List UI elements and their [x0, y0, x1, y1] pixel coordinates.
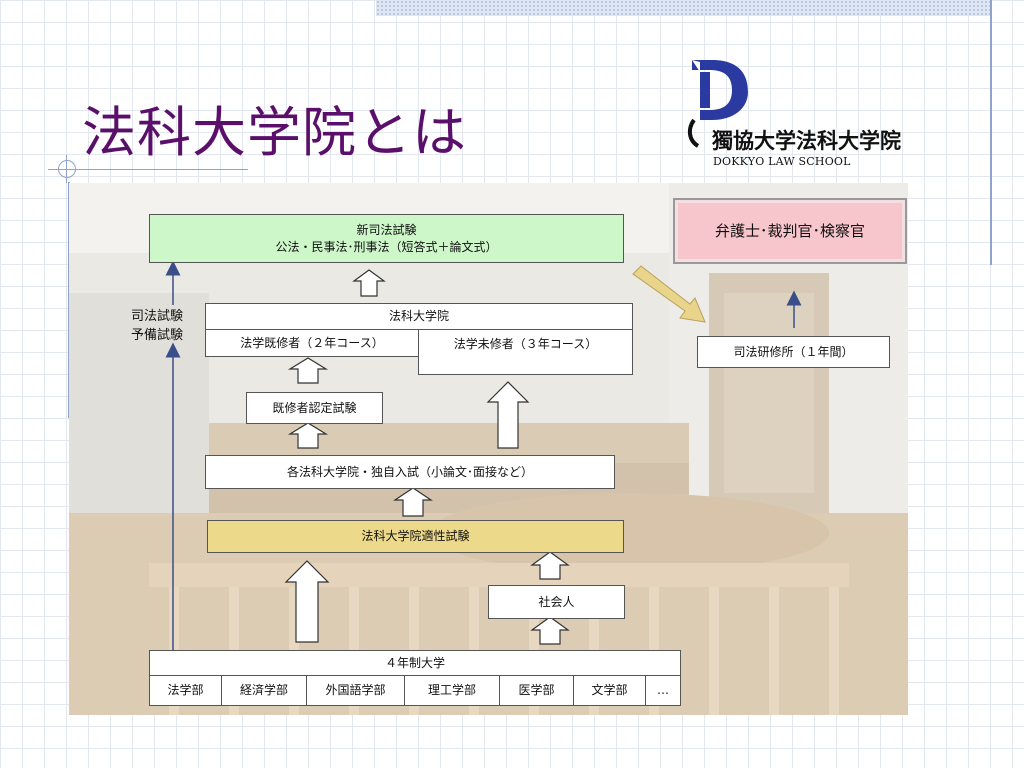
up-arrow-univ-to-adult [530, 616, 570, 645]
faculty-cell: 理工学部 [404, 675, 500, 706]
top-decor-band [376, 0, 992, 16]
faculty-cell: 外国語学部 [306, 675, 405, 706]
up-arrow-adult-to-aptitude [530, 551, 570, 580]
aptitude-test-box: 法科大学院適性試験 [207, 520, 624, 553]
university-header: ４年制大学 [149, 650, 681, 676]
faculty-cell: 文学部 [573, 675, 646, 706]
side-label-line2: 予備試験 [131, 328, 184, 343]
faculty-cell: … [645, 675, 681, 706]
bar-exam-title: 新司法試験 [356, 223, 417, 238]
prior-certification-label: 既修者認定試験 [272, 400, 357, 415]
course-2yr-label: 法学既修者（２年コース） [240, 335, 384, 350]
professions-label: 弁護士･裁判官･検察官 [714, 221, 865, 240]
faculty-row: 法学部 経済学部 外国語学部 理工学部 医学部 文学部 … [149, 675, 681, 706]
entrance-exam-box: 各法科大学院・独自入試（小論文･面接など） [205, 455, 615, 489]
working-adults-label: 社会人 [538, 594, 575, 609]
law-school-label: 法科大学院 [388, 309, 449, 324]
training-institute-label: 司法研修所（１年間） [733, 344, 854, 359]
prior-certification-box: 既修者認定試験 [246, 392, 383, 424]
logo-school-subtitle: DOKKYO LAW SCHOOL [713, 155, 851, 168]
up-arrow-to-3yr [486, 381, 530, 449]
preliminary-exam-label: 司法試験 予備試験 [131, 307, 183, 345]
title-decor-circle [58, 160, 76, 178]
course-3yr-box: 法学未修者（３年コース） [418, 329, 633, 375]
title-underline [48, 169, 248, 170]
working-adults-box: 社会人 [488, 585, 625, 619]
bar-exam-subjects: 公法・民事法･刑事法（短答式＋論文式） [275, 239, 498, 254]
entrance-exam-label: 各法科大学院・独自入試（小論文･面接など） [286, 464, 533, 479]
logo-school-name: 獨協大学法科大学院 [712, 129, 901, 153]
title-decor-tick [66, 155, 67, 183]
bar-exam-box: 新司法試験 公法・民事法･刑事法（短答式＋論文式） [149, 214, 624, 263]
side-label-line1: 司法試験 [131, 309, 184, 324]
faculty-cell: 法学部 [149, 675, 222, 706]
up-arrow-to-2yr [287, 357, 329, 384]
faculty-cell: 医学部 [499, 675, 574, 706]
university-label: ４年制大学 [384, 655, 445, 670]
law-school-header: 法科大学院 [205, 303, 633, 330]
right-decor-line [990, 0, 992, 265]
page-title: 法科大学院とは [82, 101, 467, 164]
dokkyo-logo [687, 60, 748, 148]
aptitude-test-label: 法科大学院適性試験 [361, 529, 470, 544]
professions-box: 弁護士･裁判官･検察官 [673, 198, 907, 264]
training-institute-box: 司法研修所（１年間） [697, 336, 890, 368]
course-3yr-label: 法学未修者（３年コース） [453, 337, 598, 351]
up-arrow-to-certification [287, 422, 329, 449]
up-arrow-to-bar-exam [352, 269, 386, 297]
up-arrow-univ-to-aptitude [284, 560, 330, 643]
up-arrow-to-entrance [393, 487, 433, 517]
diagonal-arrow [632, 265, 706, 323]
faculty-cell: 経済学部 [221, 675, 307, 706]
course-2yr-box: 法学既修者（２年コース） [205, 329, 419, 357]
